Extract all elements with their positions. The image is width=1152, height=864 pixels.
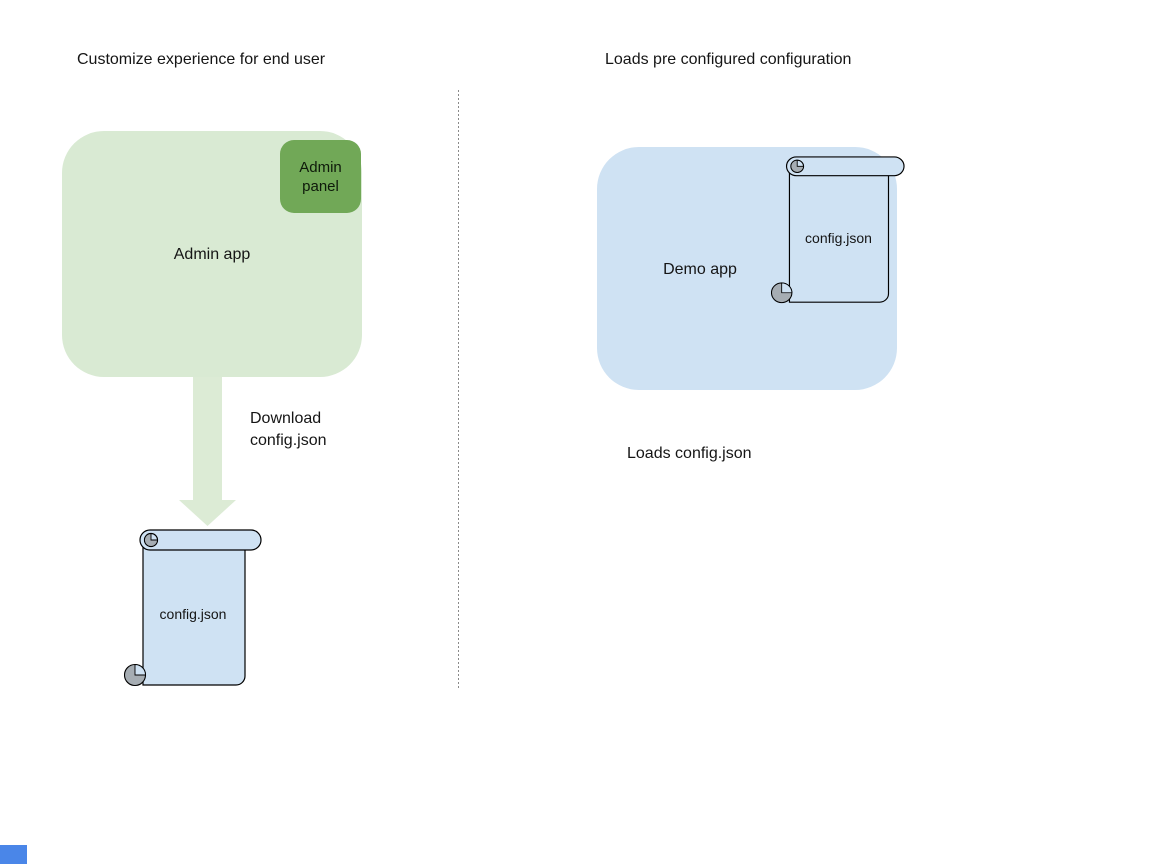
blue-rectangle-fragment: [0, 845, 27, 864]
left-section-title: Customize experience for end user: [77, 51, 326, 68]
config-json-label-right: config.json: [805, 230, 872, 246]
admin-app-box: Admin app Admin panel: [62, 131, 362, 377]
right-section-title: Loads pre configured configuration: [605, 51, 852, 68]
download-arrow-icon: [179, 377, 236, 526]
admin-panel-box: Admin panel: [280, 140, 361, 213]
admin-panel-label: Admin panel: [299, 158, 342, 195]
config-json-scroll-icon-right: [771, 156, 905, 304]
config-json-scroll-icon-left: [124, 529, 262, 687]
demo-app-label: Demo app: [663, 261, 737, 278]
config-json-label-left: config.json: [159, 606, 227, 622]
admin-app-label: Admin app: [173, 245, 251, 263]
download-arrow-label: Download config.json: [250, 410, 327, 449]
dotted-divider-line: [458, 90, 459, 688]
loads-config-caption: Loads config.json: [627, 445, 752, 462]
